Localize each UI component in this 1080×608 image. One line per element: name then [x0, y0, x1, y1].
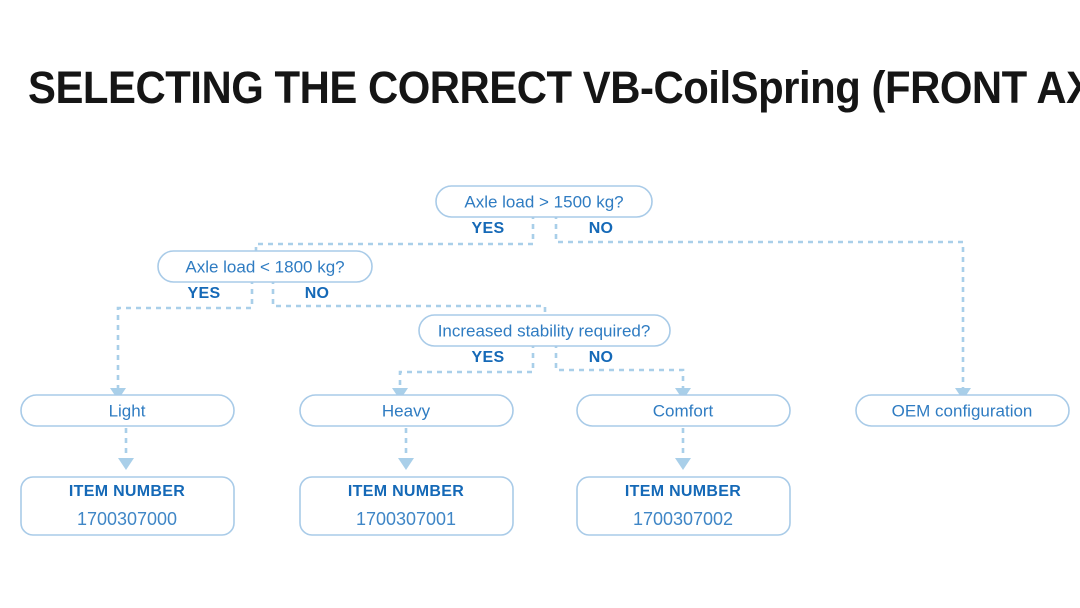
result-box-heavy-label: Heavy — [382, 401, 431, 420]
arrow-d3-yes — [392, 388, 408, 400]
connector-d2-no — [271, 279, 547, 316]
decision-node-1-shape[interactable] — [435, 185, 653, 218]
result-box-oem-label: OEM configuration — [892, 401, 1033, 420]
decision-node-increased-stability[interactable]: Increased stability required? — [418, 314, 671, 347]
connector-d3-yes — [398, 343, 535, 388]
result-box-comfort-label: Comfort — [653, 401, 714, 420]
item-number-box-heavy[interactable]: ITEM NUMBER 1700307001 — [299, 476, 514, 536]
arrow-heavy-to-item — [398, 458, 414, 470]
decision-node-3-yes-label: YES — [472, 349, 505, 366]
result-box-light-label: Light — [109, 401, 146, 420]
arrow-d2-yes — [110, 388, 126, 400]
decision-node-2-yes-label: YES — [188, 285, 221, 302]
item-number-box-heavy-value: 1700307001 — [356, 509, 456, 529]
result-box-comfort-shape[interactable] — [576, 394, 791, 427]
decision-node-1-no-label: NO — [589, 220, 614, 237]
decision-node-2-label: Axle load < 1800 kg? — [185, 257, 344, 276]
item-number-box-heavy-shape[interactable] — [299, 476, 514, 536]
page-title: SELECTING THE CORRECT VB-CoilSpring (FRO… — [28, 62, 1080, 113]
arrow-d1-no — [955, 388, 971, 400]
connector-d2-yes — [116, 279, 254, 388]
item-number-box-light-title: ITEM NUMBER — [69, 483, 185, 500]
decision-node-axle-load-1800[interactable]: Axle load < 1800 kg? — [157, 250, 373, 283]
connector-layer — [110, 214, 971, 470]
item-number-box-comfort-value: 1700307002 — [633, 509, 733, 529]
arrow-light-to-item — [118, 458, 134, 470]
result-box-heavy-shape[interactable] — [299, 394, 514, 427]
decision-node-3-label: Increased stability required? — [438, 321, 651, 340]
decision-node-2-no-label: NO — [305, 285, 330, 302]
connector-d1-yes — [254, 214, 535, 252]
decision-node-2-shape[interactable] — [157, 250, 373, 283]
item-number-box-comfort[interactable]: ITEM NUMBER 1700307002 — [576, 476, 791, 536]
item-number-box-light-shape[interactable] — [20, 476, 235, 536]
decision-node-3-no-label: NO — [589, 349, 614, 366]
result-box-oem-shape[interactable] — [855, 394, 1070, 427]
result-box-light-shape[interactable] — [20, 394, 235, 427]
decision-node-3-shape[interactable] — [418, 314, 671, 347]
item-number-box-comfort-title: ITEM NUMBER — [625, 483, 741, 500]
item-number-box-light-value: 1700307000 — [77, 509, 177, 529]
result-box-light[interactable]: Light — [20, 394, 235, 427]
arrow-d3-no — [675, 388, 691, 400]
result-box-heavy[interactable]: Heavy — [299, 394, 514, 427]
item-number-box-comfort-shape[interactable] — [576, 476, 791, 536]
decision-node-1-label: Axle load > 1500 kg? — [464, 192, 623, 211]
result-box-comfort[interactable]: Comfort — [576, 394, 791, 427]
result-box-oem-configuration[interactable]: OEM configuration — [855, 394, 1070, 427]
arrow-comfort-to-item — [675, 458, 691, 470]
decision-node-axle-load-1500[interactable]: Axle load > 1500 kg? — [435, 185, 653, 218]
connector-d3-no — [554, 343, 685, 388]
connector-d1-no — [554, 214, 965, 388]
decision-node-1-yes-label: YES — [472, 220, 505, 237]
item-number-box-heavy-title: ITEM NUMBER — [348, 483, 464, 500]
item-number-box-light[interactable]: ITEM NUMBER 1700307000 — [20, 476, 235, 536]
